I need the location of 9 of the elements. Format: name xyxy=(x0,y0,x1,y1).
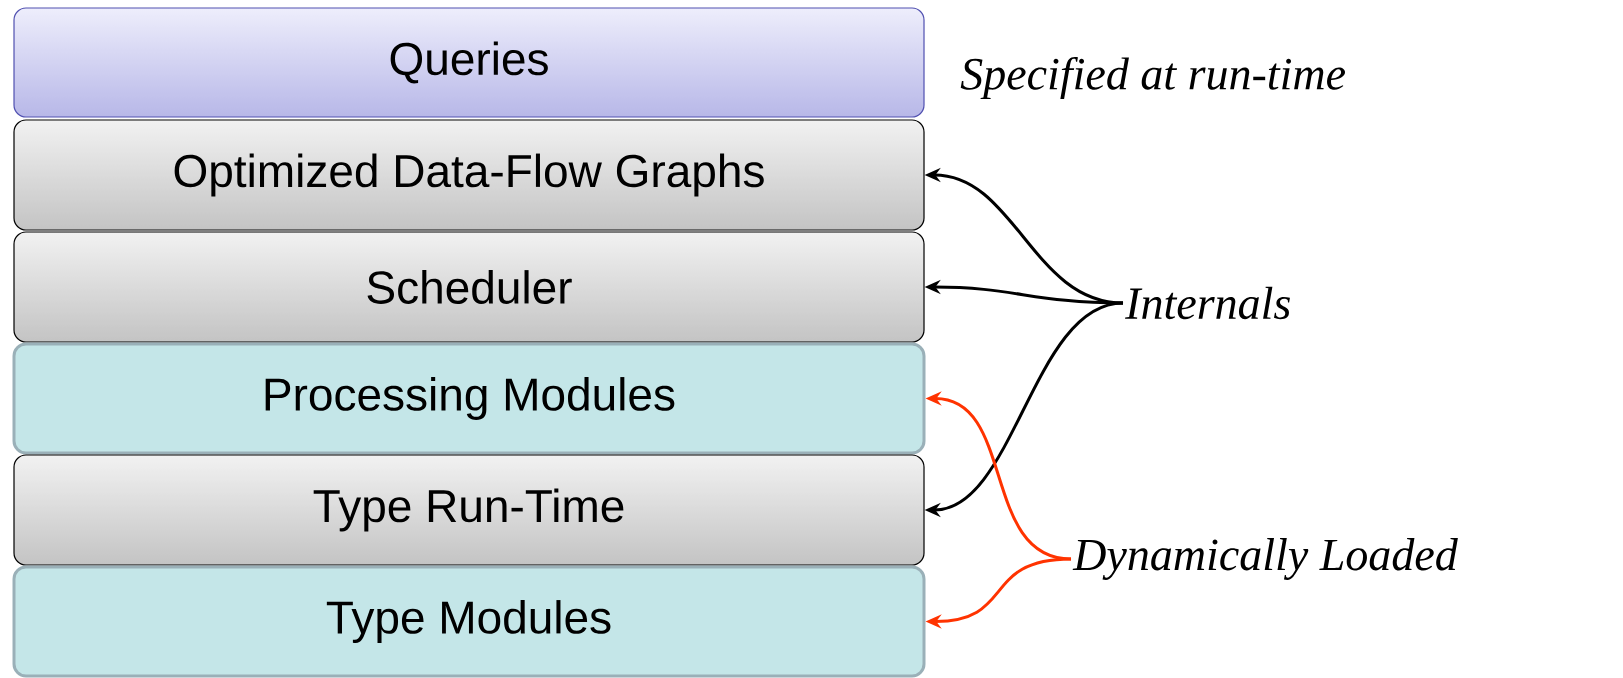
layer-box: Queries xyxy=(13,7,925,118)
annotation-text: Specified at run-time xyxy=(960,56,1345,100)
layer-box: Processing Modules xyxy=(12,342,926,455)
layer-box: Scheduler xyxy=(13,231,925,343)
annotation-text: Dynamically Loaded xyxy=(1072,538,1458,580)
layer-box: Optimized Data-Flow Graphs xyxy=(13,119,925,231)
annotation-text: Internals xyxy=(1125,286,1290,320)
layer-box: Type Modules xyxy=(12,565,926,678)
layer-box: Type Run-Time xyxy=(13,454,925,566)
